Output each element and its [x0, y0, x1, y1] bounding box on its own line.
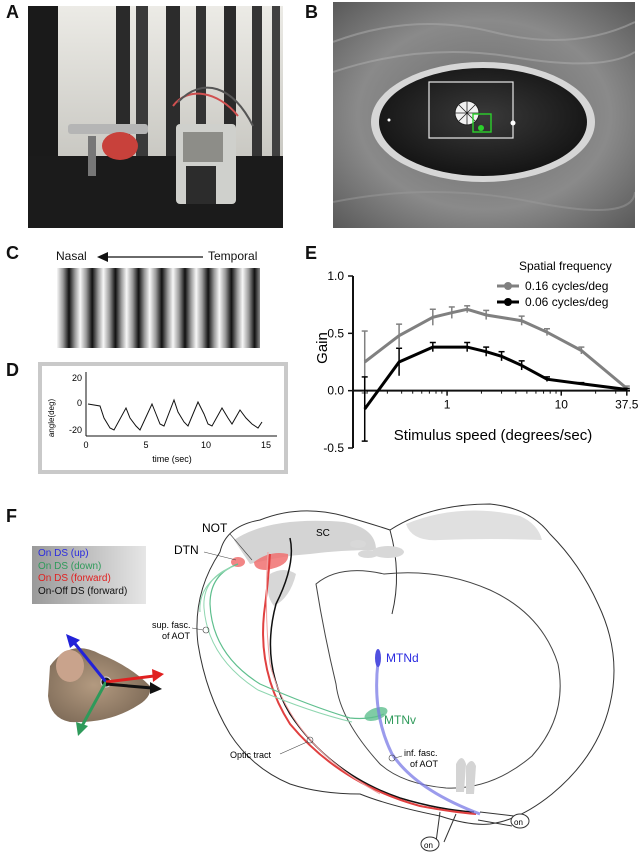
- grating-stimulus: [57, 268, 260, 348]
- y-tick-label: 0.5: [327, 326, 344, 340]
- not-nucleus: [254, 553, 289, 570]
- legend-marker-0: [504, 282, 512, 290]
- eye-trace-plot: angle(deg) 20 0 -20 0 5 10 15 time (sec): [38, 362, 288, 474]
- brain-schematic: SC NOT DTN sup. fasc. of AOT MTNv MTNd i…: [152, 503, 615, 852]
- ds-legend-box: On DS (up) On DS (down) On DS (forward) …: [32, 546, 146, 604]
- legend-on-ds-forward: On DS (forward): [38, 573, 111, 584]
- panel-d-label: D: [6, 360, 19, 380]
- trace-xlabel: time (sec): [152, 454, 192, 464]
- nasal-label: Nasal: [56, 249, 87, 263]
- eye-image: [332, 2, 636, 228]
- sup-fasc-label-1: sup. fasc.: [152, 620, 191, 630]
- series-line-1: [363, 345, 627, 410]
- on-label-1: on: [424, 841, 433, 850]
- chart-xlabel: Stimulus speed (degrees/sec): [394, 427, 592, 444]
- trace-ylabel: angle(deg): [47, 399, 56, 438]
- up-axis-arrow: [70, 639, 108, 683]
- superior-colliculus-region: [234, 520, 376, 564]
- not-label: NOT: [202, 521, 228, 535]
- y-tick-label: -0.5: [323, 441, 344, 455]
- mtnd-nucleus: [375, 649, 381, 667]
- mouse-head-illustration: [48, 634, 164, 736]
- optic-nerve-left: [420, 836, 440, 852]
- rig-photo: [28, 6, 283, 228]
- inf-fasc-label-2: of AOT: [410, 759, 439, 769]
- optic-tract-red: [262, 553, 477, 815]
- panel-c-label: C: [6, 243, 19, 263]
- forward-black-arrow: [105, 682, 153, 690]
- eye-trace-line: [87, 398, 263, 431]
- forward-red-arrow: [105, 674, 155, 684]
- sup-fasc-label-2: of AOT: [162, 631, 191, 641]
- y-tick-label: 0.0: [327, 384, 344, 398]
- optic-tract-label: Optic tract: [230, 750, 272, 760]
- y-tick-label: 1.0: [327, 269, 344, 283]
- x-tick-label: 37.5: [615, 398, 639, 412]
- legend-marker-1: [504, 298, 512, 306]
- chart-ylabel: Gain: [314, 332, 331, 364]
- direction-arrow: [97, 252, 203, 262]
- series-line-0: [363, 307, 628, 390]
- trace-xtick-0: 0: [83, 440, 88, 450]
- sup-fasc-aot-green: [209, 563, 385, 720]
- trace-xtick-10: 10: [201, 440, 211, 450]
- mtnd-tract-blue: [375, 661, 481, 816]
- chart-legend-title: Spatial frequency: [519, 259, 612, 273]
- inf-fasc-label-1: inf. fasc.: [404, 748, 438, 758]
- mtnv-label: MTNv: [384, 713, 416, 727]
- optic-nerve-right: [510, 813, 530, 829]
- trace-ytick-20: 20: [72, 373, 82, 383]
- sc-label: SC: [316, 528, 330, 539]
- panel-e-label: E: [305, 243, 318, 263]
- legend-on-off-ds-forward: On-Off DS (forward): [38, 585, 128, 597]
- legend-on-ds-down: On DS (down): [38, 560, 102, 572]
- brain-outline: [196, 503, 615, 825]
- mtnv-nucleus: [364, 707, 388, 721]
- legend-label-1: 0.06 cycles/deg: [525, 295, 608, 309]
- x-tick-label: 1: [444, 398, 451, 412]
- legend-label-0: 0.16 cycles/deg: [525, 279, 608, 293]
- trace-ytick-0: 0: [77, 398, 82, 408]
- trace-xtick-5: 5: [143, 440, 148, 450]
- legend-on-ds-up: On DS (up): [38, 548, 89, 559]
- mtnd-label: MTNd: [386, 651, 419, 665]
- down-axis-arrow: [80, 681, 108, 727]
- temporal-label: Temporal: [208, 249, 258, 263]
- x-tick-label: 10: [555, 398, 569, 412]
- dtn-label: DTN: [174, 543, 199, 557]
- panel-f-label: F: [6, 506, 17, 526]
- trace-xtick-15: 15: [261, 440, 271, 450]
- optic-tract-black: [269, 537, 475, 813]
- panel-b-label: B: [305, 2, 318, 22]
- on-label-2: on: [514, 818, 523, 827]
- trace-ytick-minus20: -20: [69, 425, 82, 435]
- panel-a-label: A: [6, 2, 19, 22]
- gain-chart: Spatial frequency 0.16 cycles/deg 0.06 cy…: [314, 259, 639, 455]
